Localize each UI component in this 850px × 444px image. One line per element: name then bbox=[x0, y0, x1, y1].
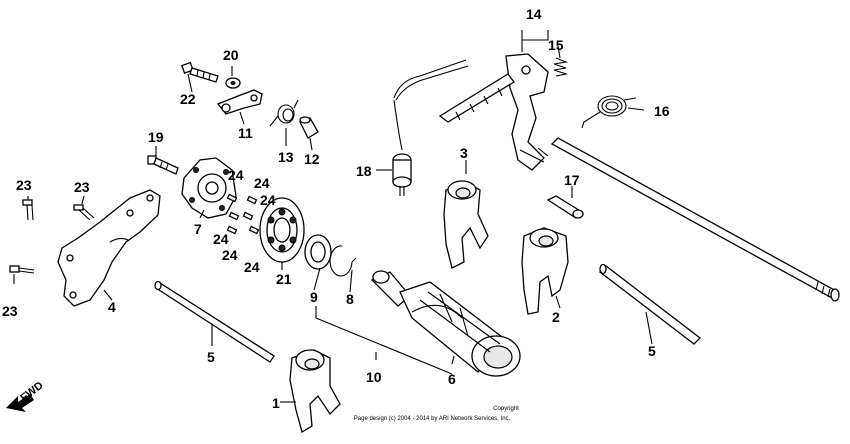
torsion-spring bbox=[581, 95, 637, 129]
callout-5-right: 5 bbox=[648, 343, 656, 359]
dowel-pins bbox=[226, 193, 260, 235]
fwd-arrow-icon: FWD bbox=[6, 379, 46, 412]
callout-17: 17 bbox=[564, 172, 580, 188]
callout-12: 12 bbox=[304, 151, 320, 167]
callout-9: 9 bbox=[310, 289, 318, 305]
leader-lines bbox=[13, 30, 653, 403]
callout-23-top: 23 bbox=[16, 177, 32, 193]
bearing-holder bbox=[181, 157, 237, 219]
stopper-arm bbox=[216, 89, 263, 115]
callout-4: 4 bbox=[108, 299, 116, 315]
callout-15: 15 bbox=[548, 37, 564, 53]
callout-6: 6 bbox=[448, 371, 456, 387]
bearing bbox=[259, 197, 305, 263]
return-spring bbox=[553, 57, 569, 77]
neutral-switch bbox=[392, 59, 469, 196]
gearshift-spindle bbox=[438, 53, 840, 302]
guide-pin bbox=[546, 195, 584, 219]
shift-fork-2 bbox=[521, 227, 569, 315]
screw-23-bottom bbox=[9, 265, 35, 274]
thrust-washer bbox=[304, 234, 332, 270]
callout-24-a: 24 bbox=[228, 167, 244, 183]
callout-16: 16 bbox=[654, 103, 670, 119]
callout-1: 1 bbox=[272, 395, 280, 411]
callout-24-e: 24 bbox=[222, 247, 238, 263]
callout-19: 19 bbox=[148, 129, 164, 145]
bolt-19 bbox=[147, 155, 179, 175]
callout-8: 8 bbox=[346, 291, 354, 307]
callout-23-mid: 23 bbox=[74, 179, 90, 195]
washer-20 bbox=[225, 77, 241, 89]
callout-18: 18 bbox=[356, 163, 372, 179]
copyright-line-1: Copyright bbox=[493, 406, 519, 412]
shift-fork-1 bbox=[289, 349, 341, 433]
callout-23-bottom: 23 bbox=[2, 303, 18, 319]
bolt-22 bbox=[181, 61, 219, 83]
fork-shaft-right bbox=[599, 263, 701, 345]
callout-10: 10 bbox=[366, 369, 382, 385]
screw-23-mid bbox=[73, 204, 95, 221]
callout-20: 20 bbox=[223, 47, 239, 63]
fork-shaft-left bbox=[154, 280, 275, 363]
callout-3: 3 bbox=[460, 145, 468, 161]
callout-13: 13 bbox=[278, 149, 294, 165]
callout-5-left: 5 bbox=[207, 349, 215, 365]
stopper-plate bbox=[57, 189, 161, 307]
stopper-spring bbox=[269, 99, 299, 127]
callout-11: 11 bbox=[238, 125, 253, 141]
callout-22: 22 bbox=[180, 91, 196, 107]
shift-fork-3 bbox=[443, 180, 489, 269]
screw-23-top bbox=[22, 199, 34, 221]
callout-24-f: 24 bbox=[244, 259, 260, 275]
callout-21: 21 bbox=[276, 271, 292, 287]
shift-drum bbox=[370, 270, 521, 377]
callout-14: 14 bbox=[526, 6, 542, 22]
callout-2: 2 bbox=[552, 309, 560, 325]
callout-7: 7 bbox=[194, 221, 202, 237]
callout-24-c: 24 bbox=[260, 192, 276, 208]
callout-24-d: 24 bbox=[213, 231, 229, 247]
circlip bbox=[329, 245, 357, 277]
callout-24-b: 24 bbox=[254, 175, 270, 191]
collar bbox=[299, 116, 319, 139]
copyright-line-2: Page design (c) 2004 - 2014 by ARI Netwo… bbox=[354, 416, 511, 422]
